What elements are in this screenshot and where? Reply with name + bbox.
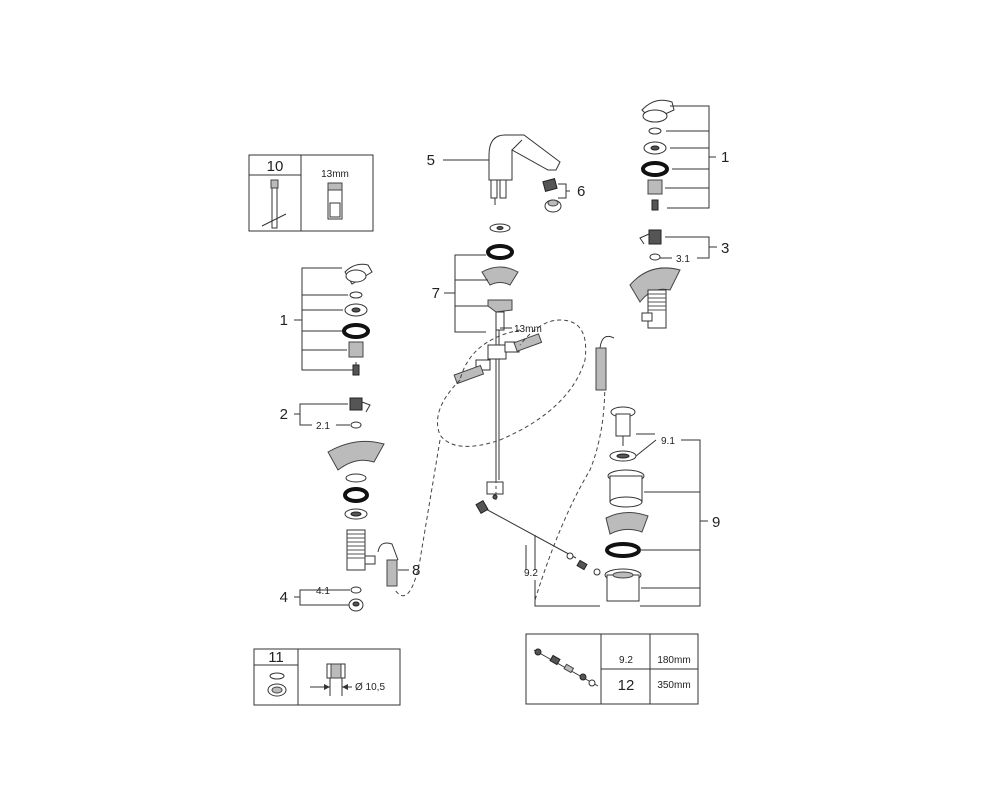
- hose-end-left: [453, 364, 485, 385]
- left-escutcheon: [327, 440, 385, 471]
- box-12-lift-rods: 9.2 180mm 12 350mm: [525, 633, 699, 705]
- box-12-row2-number: 12: [618, 677, 635, 694]
- drain-seal: [605, 542, 641, 558]
- callout-9-2: 9.2: [524, 568, 538, 579]
- callout-9-1: 9.1: [661, 436, 675, 447]
- aerator-part-6: [542, 178, 562, 213]
- lift-rod: [483, 507, 577, 559]
- box-12-row1-number: 9.2: [619, 655, 633, 666]
- box-11-aerator: 11 Ø 10,5: [253, 648, 401, 706]
- right-escutcheon: [629, 267, 681, 303]
- spout-clamp: [487, 299, 513, 313]
- box-10-number: 10: [267, 158, 284, 175]
- right-valve-assembly: [595, 99, 681, 391]
- callout-2-1: 2.1: [316, 421, 330, 432]
- socket-13mm-icon: [327, 182, 343, 220]
- aerator-icon: [267, 672, 287, 697]
- flex-hose-left: [394, 439, 441, 597]
- right-valve-body: [647, 289, 667, 329]
- callout-3-1: 3.1: [676, 254, 690, 265]
- spout-o-ring: [486, 244, 514, 260]
- tee-connector: [487, 344, 507, 360]
- callout-7: 7: [432, 285, 440, 302]
- spout-assembly: [453, 134, 562, 500]
- callout-1-left: 1: [280, 312, 288, 329]
- box-10-size-label: 13mm: [321, 169, 349, 180]
- drain-escutcheon: [605, 512, 649, 535]
- t-handle-key-icon: [261, 179, 287, 229]
- spout-body: [488, 134, 561, 181]
- callout-1-right: 1: [721, 149, 729, 166]
- right-cartridge: [648, 229, 662, 245]
- drain-tailpiece: [606, 574, 640, 602]
- callout-2: 2: [280, 406, 288, 423]
- callout-3: 3: [721, 240, 729, 257]
- box-10-tool: 10 13mm: [248, 154, 374, 232]
- left-cartridge: [349, 397, 363, 411]
- box-12-row2-length: 350mm: [657, 680, 690, 691]
- callout-5: 5: [427, 152, 435, 169]
- callout-4-1: 4.1: [316, 586, 330, 597]
- callout-8: 8: [412, 562, 420, 579]
- left-hose-braid: [386, 559, 398, 587]
- aerator-key-icon: [310, 663, 352, 696]
- right-hose-braid: [595, 347, 607, 391]
- drain-assembly: [475, 406, 649, 602]
- callout-4: 4: [280, 589, 288, 606]
- lift-rod-set-icon: [533, 648, 599, 687]
- flex-hose-right-route: [534, 349, 606, 601]
- left-valve-assembly: [327, 263, 399, 612]
- box-11-number: 11: [268, 649, 284, 666]
- spout-support-plate: [481, 266, 519, 286]
- flex-hose-center: [437, 319, 587, 447]
- tool-size-13mm-label: 13mm: [514, 324, 542, 335]
- callout-6: 6: [577, 183, 585, 200]
- callout-9: 9: [712, 514, 720, 531]
- box-12-row1-length: 180mm: [657, 655, 690, 666]
- box-11-diameter-label: Ø 10,5: [355, 682, 385, 693]
- hose-end-right: [513, 333, 543, 352]
